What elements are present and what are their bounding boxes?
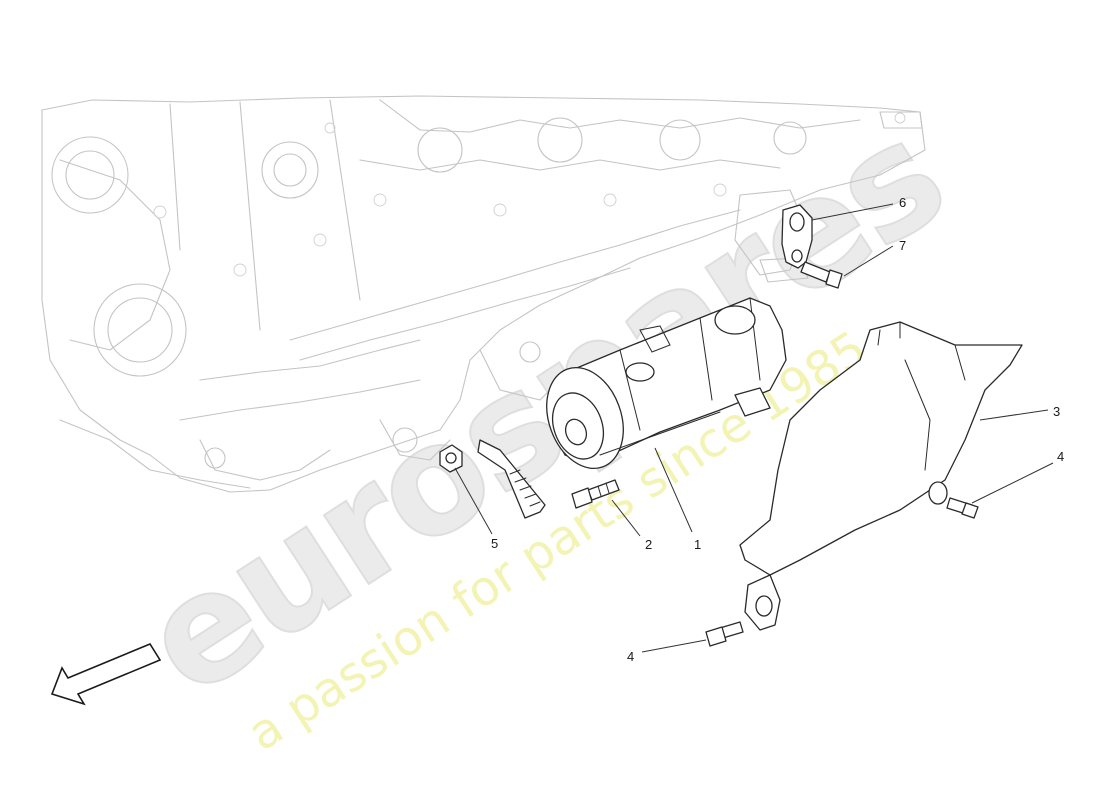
arrow-front-icon bbox=[50, 643, 162, 706]
nut-part-5 bbox=[439, 444, 463, 473]
leader-lines bbox=[454, 203, 1054, 653]
callout-1: 1 bbox=[694, 537, 701, 552]
engine-block-outline bbox=[41, 95, 926, 493]
clamp-part-6 bbox=[781, 204, 813, 269]
bolt-part-2 bbox=[571, 479, 620, 509]
stud-bolt bbox=[477, 439, 546, 519]
bolt-part-4-lower bbox=[705, 621, 744, 647]
bolt-part-4-upper bbox=[946, 497, 979, 519]
callout-2: 2 bbox=[645, 537, 652, 552]
starter-motor bbox=[546, 297, 787, 470]
callout-7: 7 bbox=[899, 238, 906, 253]
callout-4-upper: 4 bbox=[1057, 449, 1064, 464]
callout-6: 6 bbox=[899, 195, 906, 210]
callout-labels: 1 2 3 4 4 5 6 7 bbox=[491, 195, 1064, 664]
callout-3: 3 bbox=[1053, 404, 1060, 419]
heat-shield bbox=[739, 321, 1023, 631]
callout-5: 5 bbox=[491, 536, 498, 551]
callout-4-lower: 4 bbox=[627, 649, 634, 664]
bolt-part-7 bbox=[800, 261, 843, 289]
